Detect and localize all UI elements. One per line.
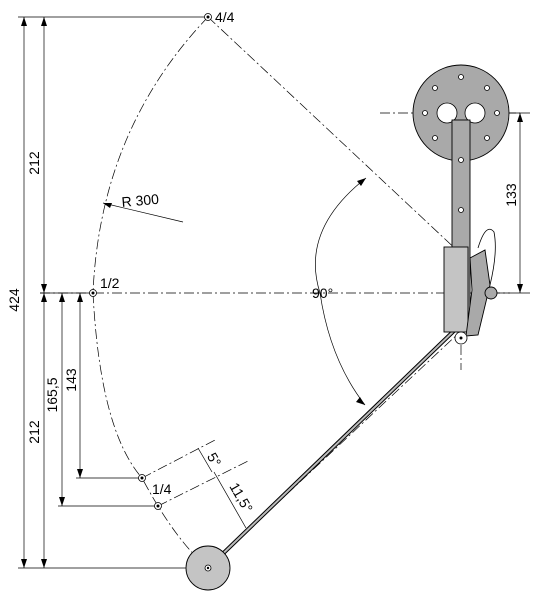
label-angle-small: 5° bbox=[204, 450, 225, 470]
label-dim-upper: 212 bbox=[26, 151, 42, 175]
label-angle-mid: 11,5° bbox=[226, 480, 256, 516]
label-dim-165: 165,5 bbox=[44, 377, 60, 412]
pendulum-assembly bbox=[185, 323, 462, 591]
label-dim-143: 143 bbox=[63, 368, 79, 392]
swing-positions bbox=[89, 13, 212, 510]
swing-arc bbox=[92, 16, 209, 569]
spring-wire bbox=[477, 228, 496, 286]
mount-assembly bbox=[412, 64, 510, 345]
label-pos-quarter: 1/4 bbox=[152, 481, 172, 497]
label-angle: 90° bbox=[312, 285, 333, 301]
clamp-plate bbox=[443, 246, 469, 333]
angle-arc bbox=[315, 177, 367, 406]
radius-line-upper bbox=[207, 16, 463, 256]
label-pos-full: 4/4 bbox=[215, 9, 235, 25]
dimensions bbox=[18, 16, 530, 569]
label-dim-arm: 133 bbox=[503, 183, 519, 207]
label-radius: R 300 bbox=[121, 191, 160, 210]
clamp-knob bbox=[484, 286, 498, 300]
clamp-lever bbox=[465, 249, 491, 337]
quarter-guide-2 bbox=[157, 459, 251, 507]
label-pos-half: 1/2 bbox=[100, 275, 120, 291]
label-dim-total: 424 bbox=[6, 288, 22, 312]
quarter-guide-1 bbox=[141, 439, 216, 479]
labels: 4/4 1/2 1/4 R 300 90° 212 212 424 165,5 … bbox=[6, 9, 519, 515]
radius-leader bbox=[102, 202, 184, 223]
label-dim-lower: 212 bbox=[26, 420, 42, 444]
